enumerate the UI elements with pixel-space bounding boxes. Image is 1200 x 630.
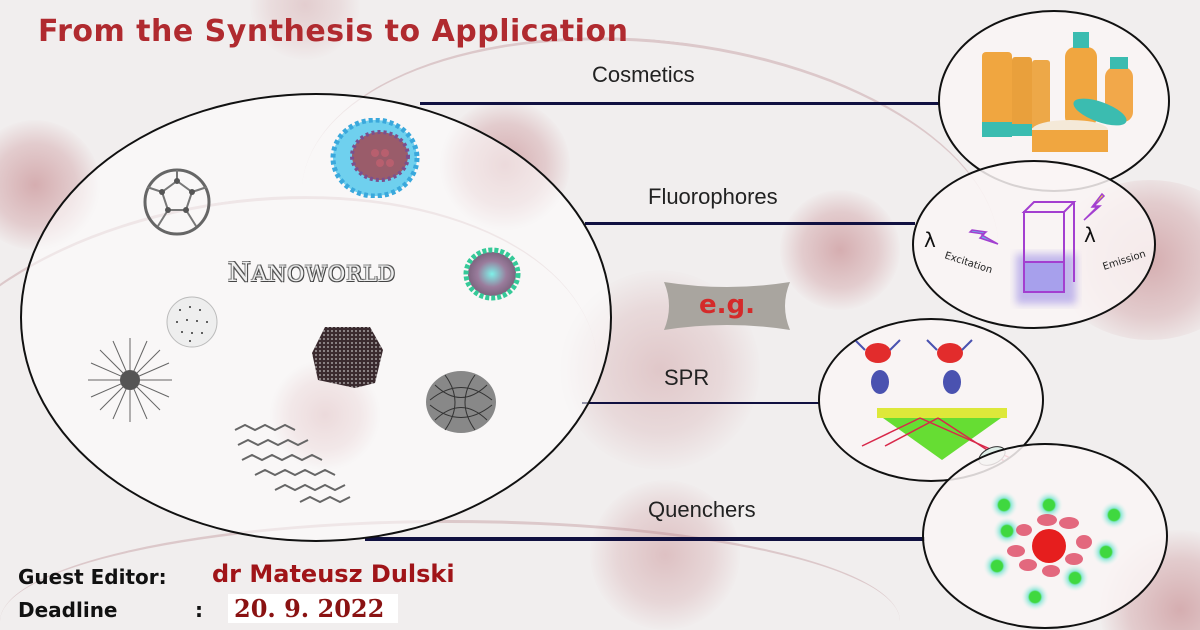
label-cosmetics: Cosmetics [592,62,695,87]
label-fluorophores: Fluorophores [648,184,778,209]
page-title: From the Synthesis to Application [38,14,629,49]
nanoworld-label: NANOWORLD [228,258,396,288]
excitation-lambda: λ [924,228,936,252]
porous-sphere-icon [166,296,218,348]
deadline-value: 20. 9. 2022 [228,594,399,623]
guest-editor-name: dr Mateusz Dulski [212,560,455,588]
quencher-nanoparticle-icon [983,491,1128,611]
label-spr: SPR [664,365,710,390]
svg-text:Emission: Emission [1102,249,1148,273]
label-quenchers: Quenchers [648,497,756,522]
fluorescence-cuvette-icon: λ Excitation λ Emission [924,192,1148,304]
fullerene-icon [143,168,211,236]
svg-text:Excitation: Excitation [943,250,994,276]
core-shell-nanoparticle-icon [330,118,420,198]
dendrimer-icon [88,338,172,422]
connector-cosmetics [420,102,940,105]
connector-spr [582,402,820,404]
guest-editor-label: Guest Editor: [18,565,167,589]
emission-lambda: λ [1084,223,1096,247]
nanocrystal-icon [312,327,383,388]
graphene-sheet-icon [234,423,351,504]
fluorophores-circle: λ Excitation λ Emission [912,160,1156,329]
micelle-icon [463,247,521,301]
mesh-sphere-icon [426,371,496,433]
deadline-label: Deadline [18,598,118,622]
eg-badge: e.g. [662,280,792,332]
nanoworld-circle [20,93,612,542]
deadline-separator: : [195,598,203,622]
quenchers-circle [922,443,1168,629]
connector-quenchers [365,537,925,541]
sunscreen-products-icon [982,32,1133,152]
connector-fluorophores [585,222,915,225]
